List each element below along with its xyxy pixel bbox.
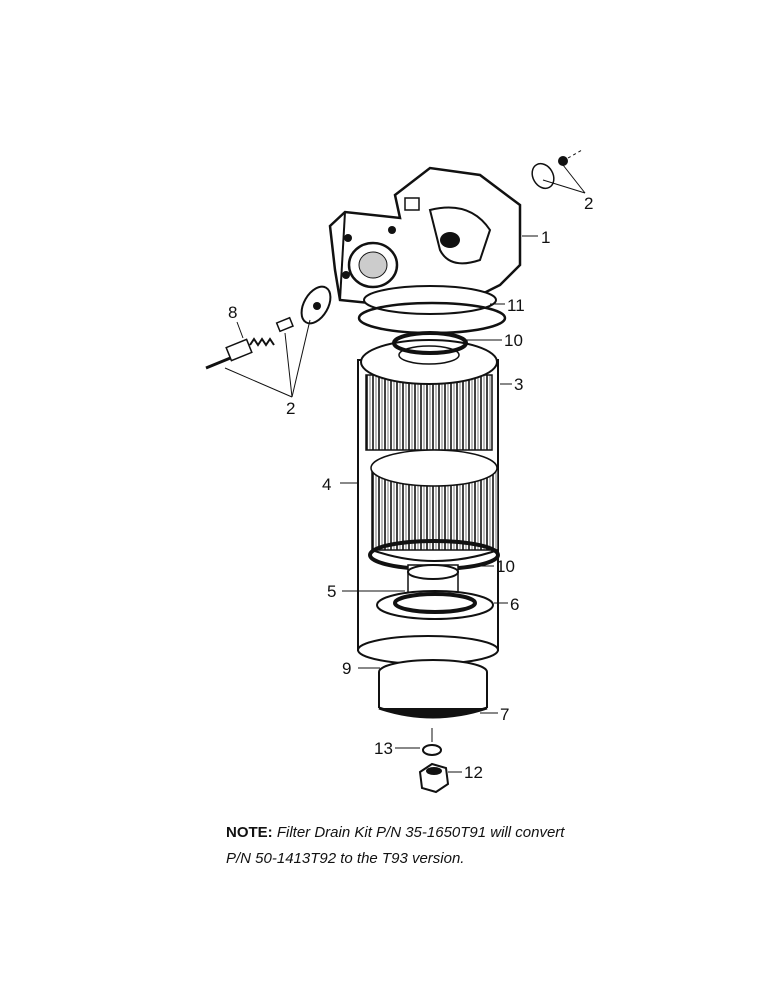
callout-5: 5 (327, 582, 336, 601)
callout-4: 4 (322, 475, 331, 494)
base-plate (378, 659, 488, 719)
callout-6: 6 (510, 595, 519, 614)
callout-7: 7 (500, 705, 509, 724)
callout-10-mid: 10 (496, 557, 515, 576)
note-line-1-text: Filter Drain Kit P/N 35-1650T91 will con… (276, 824, 565, 841)
small-o-ring (422, 728, 442, 756)
bypass-valve-assembly (205, 285, 332, 370)
callout-1: 1 (541, 228, 550, 247)
callout-2-left: 2 (286, 399, 295, 418)
callout-13: 13 (374, 739, 393, 758)
note-label: NOTE: (226, 824, 273, 841)
top-plug-and-washer (531, 149, 583, 190)
filter-element (360, 339, 499, 562)
callout-9: 9 (342, 659, 351, 678)
filter-head (328, 166, 522, 315)
callout-2-top: 2 (584, 194, 593, 213)
callout-12: 12 (464, 763, 483, 782)
leader-lines (224, 164, 586, 773)
callout-10-top: 10 (504, 331, 523, 350)
callout-8: 8 (228, 303, 237, 322)
seal-plate (376, 590, 494, 620)
note-line-1: NOTE: Filter Drain Kit P/N 35-1650T91 wi… (226, 820, 686, 846)
note-text: NOTE: Filter Drain Kit P/N 35-1650T91 wi… (226, 820, 686, 872)
drain-nut (418, 762, 450, 794)
gasket-ring (357, 301, 507, 335)
callout-11: 11 (507, 296, 525, 315)
note-line-2: P/N 50-1413T92 to the T93 version. (226, 850, 465, 867)
callout-3: 3 (514, 375, 523, 394)
